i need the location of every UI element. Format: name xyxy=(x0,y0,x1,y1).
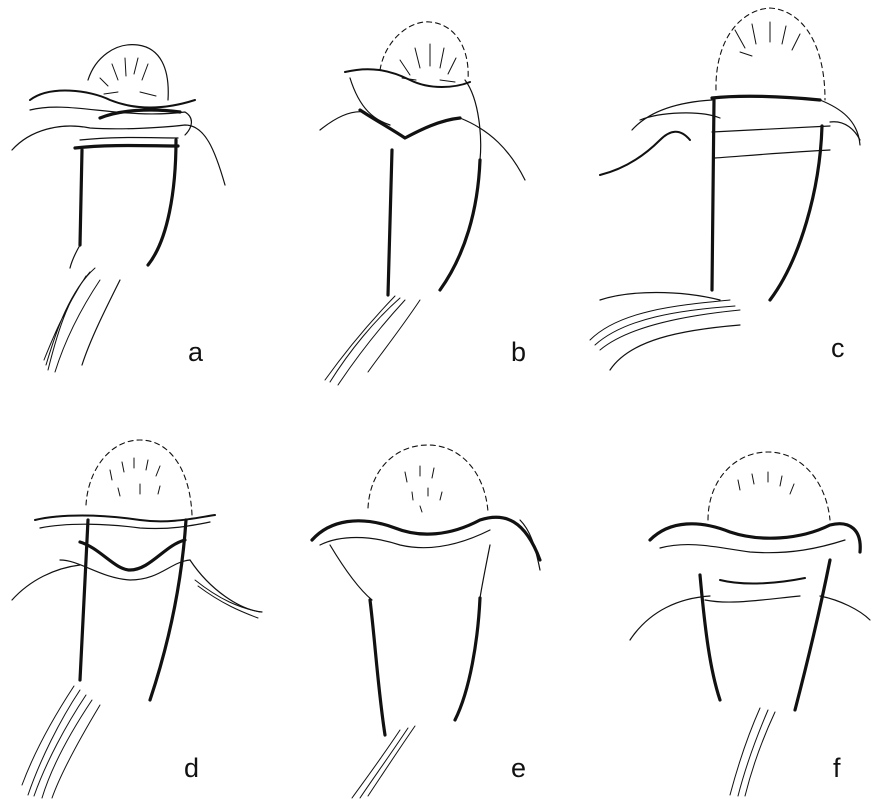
panel-b-drawing xyxy=(320,22,525,385)
panel-label-a: a xyxy=(188,337,204,367)
panel-e-drawing xyxy=(312,445,540,798)
panel-c-drawing xyxy=(590,8,860,370)
panel-label-b: b xyxy=(511,337,526,367)
panel-a: a xyxy=(12,45,225,372)
panel-e: e xyxy=(312,445,540,798)
panel-c: c xyxy=(590,8,860,370)
panel-d: d xyxy=(12,440,262,798)
panel-a-drawing xyxy=(12,45,225,372)
panel-f-drawing xyxy=(630,452,870,796)
panel-d-drawing xyxy=(12,440,262,798)
panel-label-d: d xyxy=(184,753,199,783)
panel-b: b xyxy=(320,22,526,385)
panel-label-c: c xyxy=(831,333,845,363)
panel-label-e: e xyxy=(511,753,526,783)
panel-label-f: f xyxy=(833,753,841,783)
panel-f: f xyxy=(630,452,870,796)
